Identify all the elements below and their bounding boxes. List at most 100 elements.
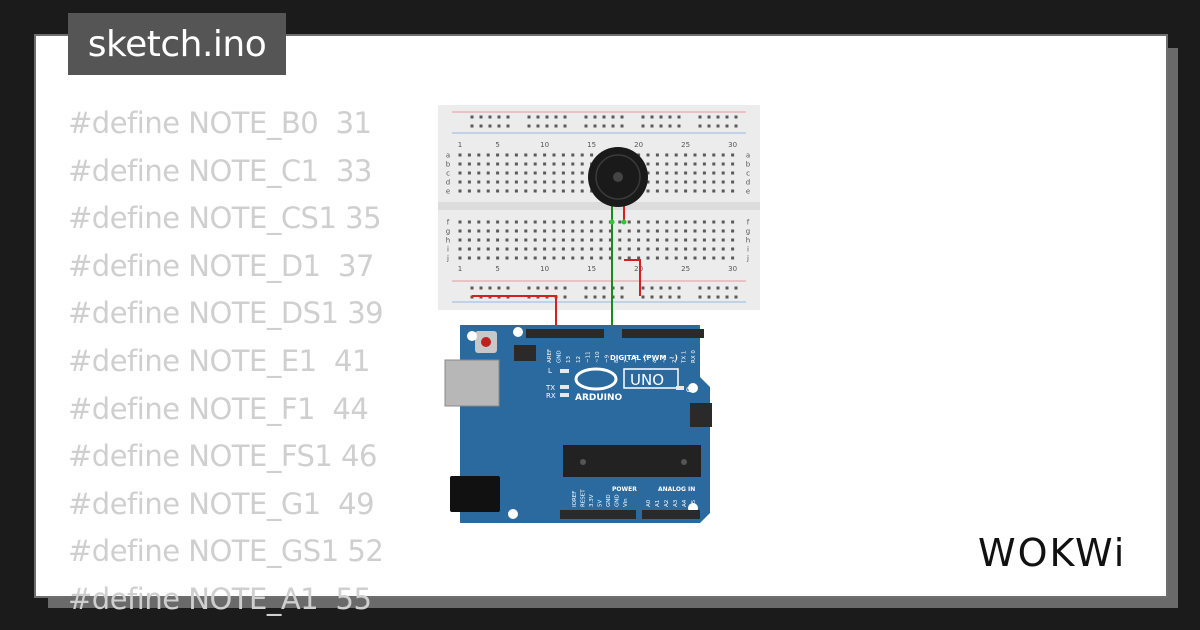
chip-dot <box>580 459 586 465</box>
breadboard-hole <box>561 220 565 224</box>
breadboard-hole <box>496 238 500 242</box>
breadboard-hole <box>477 247 481 251</box>
breadboard-hole <box>684 171 688 175</box>
breadboard-hole <box>674 153 678 157</box>
rail-hole <box>602 295 606 299</box>
rail-hole <box>620 115 624 119</box>
rail-hole <box>650 115 654 119</box>
wokwi-logo[interactable]: WOKWi <box>976 528 1148 576</box>
tx-label: TX <box>545 384 555 392</box>
rail-hole <box>716 286 720 290</box>
breadboard-hole <box>571 162 575 166</box>
wires[interactable] <box>472 222 641 335</box>
rail-hole <box>641 295 645 299</box>
breadboard-hole <box>580 256 584 260</box>
breadboard-hole <box>702 162 706 166</box>
code-line: #define NOTE_GS1 52 <box>68 534 384 569</box>
breadboard-hole <box>543 153 547 157</box>
rail-hole <box>677 115 681 119</box>
breadboard-hole <box>665 162 669 166</box>
breadboard-hole <box>552 153 556 157</box>
rail-hole <box>698 286 702 290</box>
breadboard-hole <box>486 220 490 224</box>
breadboard-hole <box>505 238 509 242</box>
breadboard-hole <box>477 189 481 193</box>
breadboard-hole <box>486 229 490 233</box>
breadboard-hole <box>533 162 537 166</box>
breadboard-hole <box>524 220 528 224</box>
rail-hole <box>554 286 558 290</box>
breadboard-hole <box>702 247 706 251</box>
row-label: h <box>446 237 450 245</box>
breadboard-hole <box>674 162 678 166</box>
code-line: #define NOTE_A1 55 <box>68 581 372 616</box>
pin-label: 5V <box>598 500 604 507</box>
breadboard-hole <box>486 256 490 260</box>
reset-button[interactable] <box>481 337 491 347</box>
arduino-uno[interactable]: ARDUINO UNO DIGITAL (PWM ~) ON L TX RX P… <box>444 325 712 523</box>
rail-hole <box>470 124 474 128</box>
breadboard-hole <box>458 153 462 157</box>
breadboard-hole <box>655 153 659 157</box>
breadboard-hole <box>627 229 631 233</box>
breadboard-hole <box>646 171 650 175</box>
wire-gnd[interactable] <box>472 295 557 335</box>
rail-hole <box>611 124 615 128</box>
row-label: j <box>446 255 449 263</box>
breadboard-hole <box>571 256 575 260</box>
breadboard-hole <box>467 229 471 233</box>
rail-hole <box>563 124 567 128</box>
rail-hole <box>602 124 606 128</box>
breadboard-hole <box>721 229 725 233</box>
breadboard-hole <box>496 247 500 251</box>
rail-hole <box>584 124 588 128</box>
wire-buzzer-gnd[interactable] <box>624 259 641 296</box>
rail-hole <box>641 286 645 290</box>
power-jack[interactable] <box>450 476 500 512</box>
chip-dot <box>681 459 687 465</box>
breadboard-hole <box>496 180 500 184</box>
rail-hole <box>668 286 672 290</box>
arduino-brand: ARDUINO <box>575 393 623 403</box>
breadboard-hole <box>712 153 716 157</box>
breadboard-hole <box>552 256 556 260</box>
breadboard-hole <box>608 247 612 251</box>
breadboard-hole <box>655 180 659 184</box>
buzzer[interactable] <box>588 147 648 225</box>
l-label: L <box>548 367 552 375</box>
breadboard-hole <box>590 229 594 233</box>
pin-label: GND <box>606 494 612 507</box>
breadboard-hole <box>618 247 622 251</box>
breadboard-hole <box>477 162 481 166</box>
breadboard-hole <box>608 229 612 233</box>
rail-hole <box>593 124 597 128</box>
pin-label: GND <box>615 494 621 507</box>
breadboard-hole <box>543 180 547 184</box>
breadboard-hole <box>580 220 584 224</box>
breadboard-hole <box>505 162 509 166</box>
breadboard-hole <box>731 238 735 242</box>
breadboard-hole <box>486 189 490 193</box>
breadboard-hole <box>580 189 584 193</box>
breadboard-hole <box>543 256 547 260</box>
rail-hole <box>734 295 738 299</box>
rail-hole <box>734 115 738 119</box>
icsp-header-2 <box>690 403 712 427</box>
usb-port[interactable] <box>444 359 500 407</box>
file-tab[interactable]: sketch.ino <box>68 13 286 75</box>
pin-label: RX 0 <box>691 350 697 363</box>
rail-hole <box>716 124 720 128</box>
row-label: g <box>446 228 450 236</box>
breadboard-hole <box>731 256 735 260</box>
breadboard-hole <box>655 162 659 166</box>
code-line: #define NOTE_F1 44 <box>68 391 369 426</box>
row-label: a <box>446 152 450 160</box>
breadboard-hole <box>543 171 547 175</box>
breadboard-hole <box>505 180 509 184</box>
column-label: 5 <box>495 265 499 273</box>
breadboard-hole <box>590 153 594 157</box>
buzzer-pin-marker <box>621 219 627 225</box>
